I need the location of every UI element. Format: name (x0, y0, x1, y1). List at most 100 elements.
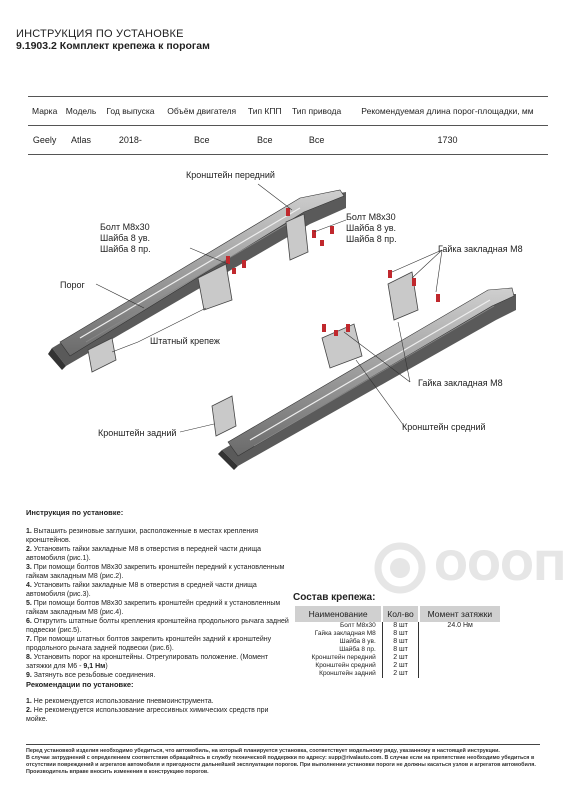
right-running-board (218, 287, 516, 470)
label-bracket-rear: Кронштейн задний (98, 428, 177, 438)
step-text: Открутить штатные болты крепления кроншт… (26, 618, 289, 634)
spec-column-header: Марка (28, 96, 62, 126)
kit-row: Болт М8х30 8 шт 24.0 Нм (295, 622, 501, 630)
recommendation-item: 2. Не рекомендуется использование агресс… (26, 706, 291, 724)
spec-cell: Все (286, 125, 347, 155)
instruction-step: 1. Выташить резиновые заглушки, располож… (26, 527, 291, 545)
kit-item-name: Шайба 8 ув. (339, 638, 376, 645)
recommendation-text: Не рекомендуется использование агрессивн… (26, 707, 269, 723)
kit-item-name: Болт М8х30 (339, 622, 376, 629)
step-number: 7. (26, 636, 32, 643)
instructions-list: 1. Выташить резиновые заглушки, располож… (26, 527, 291, 680)
footer-line: В случае затруднений с определением соот… (26, 755, 536, 775)
kit-item-name: Кронштейн средний (315, 662, 376, 669)
document-title: ИНСТРУКЦИЯ ПО УСТАНОВКЕ (16, 28, 184, 40)
step-number: 6. (26, 618, 32, 625)
document-subtitle: 9.1903.2 Комплект крепежа к порогам (16, 40, 210, 52)
label-standard-mount: Штатный крепеж (150, 336, 220, 346)
instruction-step: 9. Затянуть все резьбовые соединения. (26, 671, 291, 680)
spec-column-header: Год выпуска (100, 96, 161, 126)
label-step: Порог (60, 280, 85, 290)
spec-column-header: Рекомендуемая длина порог-площадки, мм (346, 96, 548, 126)
label-bracket-middle: Кронштейн средний (402, 422, 486, 432)
spec-column-header: Тип КПП (243, 96, 287, 126)
instruction-step: 2. Установить гайки закладные М8 в отвер… (26, 545, 291, 563)
kit-item-torque (419, 654, 501, 662)
left-brackets (87, 213, 309, 373)
kit-item-torque: 24.0 Нм (447, 622, 473, 629)
logo-icon (374, 542, 426, 594)
step-text: Установить гайки закладные М8 в отверсти… (26, 582, 257, 598)
instruction-step: 3. При помощи болтов М8х30 закрепить кро… (26, 563, 291, 581)
kit-column-header: Кол-во (382, 606, 420, 622)
label-bolt-left: Болт М8х30 (100, 222, 150, 232)
step-torque: 9,1 Нм (83, 663, 106, 670)
kit-item-qty: 8 шт (381, 622, 420, 630)
kit-item-torque (419, 638, 501, 646)
installation-recommendations: Рекомендации по установке: 1. Не рекомен… (26, 680, 291, 724)
kit-row: Кронштейн задний 2 шт (295, 670, 501, 678)
step-number: 4. (26, 582, 32, 589)
kit-item-name: Кронштейн передний (311, 654, 376, 661)
step-text: Установить гайки закладные М8 в отверсти… (26, 546, 261, 562)
spec-cell: Все (160, 125, 244, 155)
step-text: При помощи болтов М8х30 закрепить кроншт… (26, 564, 285, 580)
assembly-drawing: Кронштейн передний Болт М8х30 Шайба 8 ув… (0, 160, 565, 490)
kit-item-qty: 8 шт (381, 630, 420, 638)
instruction-step: 5. При помощи болтов М8х30 закрепить кро… (26, 599, 291, 617)
label-nut-bottom: Гайка закладная М8 (418, 378, 503, 388)
kit-item-name: Шайба 8 пр. (339, 646, 376, 653)
step-number: 1. (26, 528, 32, 535)
spec-cell: Atlas (61, 125, 101, 155)
recommendations-title: Рекомендации по установке: (26, 680, 134, 689)
kit-column-header: Наименование (295, 606, 384, 622)
kit-item-torque (419, 670, 501, 678)
kit-item-qty: 2 шт (381, 662, 420, 670)
recommendation-item: 1. Не рекомендуется использование пневмо… (26, 697, 291, 706)
right-brackets (211, 271, 419, 437)
spec-column-header: Тип привода (286, 96, 347, 126)
step-text: Затянуть все резьбовые соединения. (33, 672, 156, 679)
spec-cell: Geely (28, 125, 62, 155)
label-bolt-right: Болт М8х30 (346, 212, 396, 222)
label-washer-right-2: Шайба 8 пр. (346, 234, 397, 244)
footer-line: Перед установкой изделия необходимо убед… (26, 748, 500, 754)
step-number: 2. (26, 546, 32, 553)
label-washer-left-1: Шайба 8 ув. (100, 233, 151, 243)
step-text: При помощи болтов М8х30 закрепить кроншт… (26, 600, 281, 616)
installation-instructions: Инструкция по установке: 1. Выташить рез… (26, 508, 291, 680)
kit-item-torque (419, 646, 501, 654)
footer-disclaimer: Перед установкой изделия необходимо убед… (26, 744, 540, 776)
instruction-step: 8. Установить порог на кронштейны. Отрег… (26, 653, 291, 671)
label-washer-left-2: Шайба 8 пр. (100, 244, 151, 254)
step-number: 3. (26, 564, 32, 571)
instruction-step: 7. При помощи штатных болтов закрепить к… (26, 635, 291, 653)
kit-item-torque (419, 630, 501, 638)
kit-item-qty: 8 шт (381, 646, 420, 654)
recommendation-text: Не рекомендуется использование пневмоинс… (33, 698, 214, 705)
recommendations-list: 1. Не рекомендуется использование пневмо… (26, 697, 291, 724)
kit-row: Кронштейн средний 2 шт (295, 662, 501, 670)
step-text: При помощи штатных болтов закрепить крон… (26, 636, 272, 652)
fasteners (226, 208, 440, 336)
logo-text: ОООП (434, 544, 565, 590)
kit-row: Шайба 8 ув.8 шт (295, 638, 501, 646)
kit-item-qty: 2 шт (381, 654, 420, 662)
kit-row: Кронштейн передний 2 шт (295, 654, 501, 662)
spec-cell: Все (243, 125, 287, 155)
kit-item-qty: 2 шт (381, 670, 420, 678)
spec-cell: 1730 (346, 125, 548, 155)
instruction-step: 4. Установить гайки закладные М8 в отвер… (26, 581, 291, 599)
recommendation-number: 2. (26, 707, 32, 714)
kit-item-torque (419, 662, 501, 670)
step-text-after: ) (105, 663, 108, 670)
kit-item-name: Кронштейн задний (319, 670, 376, 677)
kit-row: Шайба 8 пр. 8 шт (295, 646, 501, 654)
step-number: 9. (26, 672, 32, 679)
label-washer-right-1: Шайба 8 ув. (346, 223, 397, 233)
